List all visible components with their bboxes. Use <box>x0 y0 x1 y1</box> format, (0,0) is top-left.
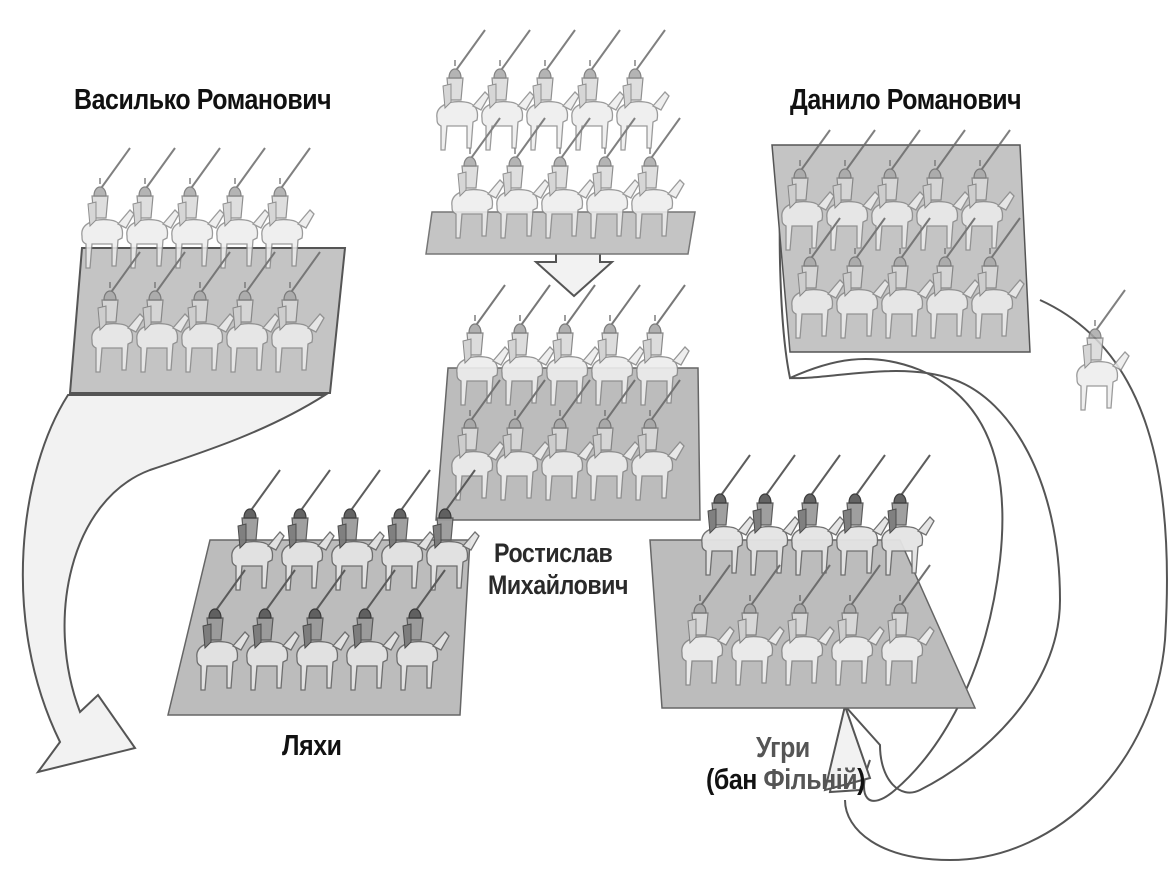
label-danylo: Данило Романович <box>790 84 1021 117</box>
label-rostyslav-line1: Ростислав <box>494 538 612 569</box>
troops-top <box>437 30 684 238</box>
label-uhry-line1: Угри <box>756 732 810 765</box>
label-rostyslav-line2: Михайлович <box>488 570 628 601</box>
label-uhry-name: Фільній <box>763 764 857 796</box>
platform-top <box>426 212 695 254</box>
label-uhry-suffix: ) <box>857 764 865 796</box>
label-uhry-prefix: (бан <box>706 764 763 796</box>
label-vasylko: Василько Романович <box>74 84 331 117</box>
label-uhry-line2: (бан Фільній) <box>706 764 865 797</box>
label-lyakhy: Ляхи <box>282 730 342 763</box>
